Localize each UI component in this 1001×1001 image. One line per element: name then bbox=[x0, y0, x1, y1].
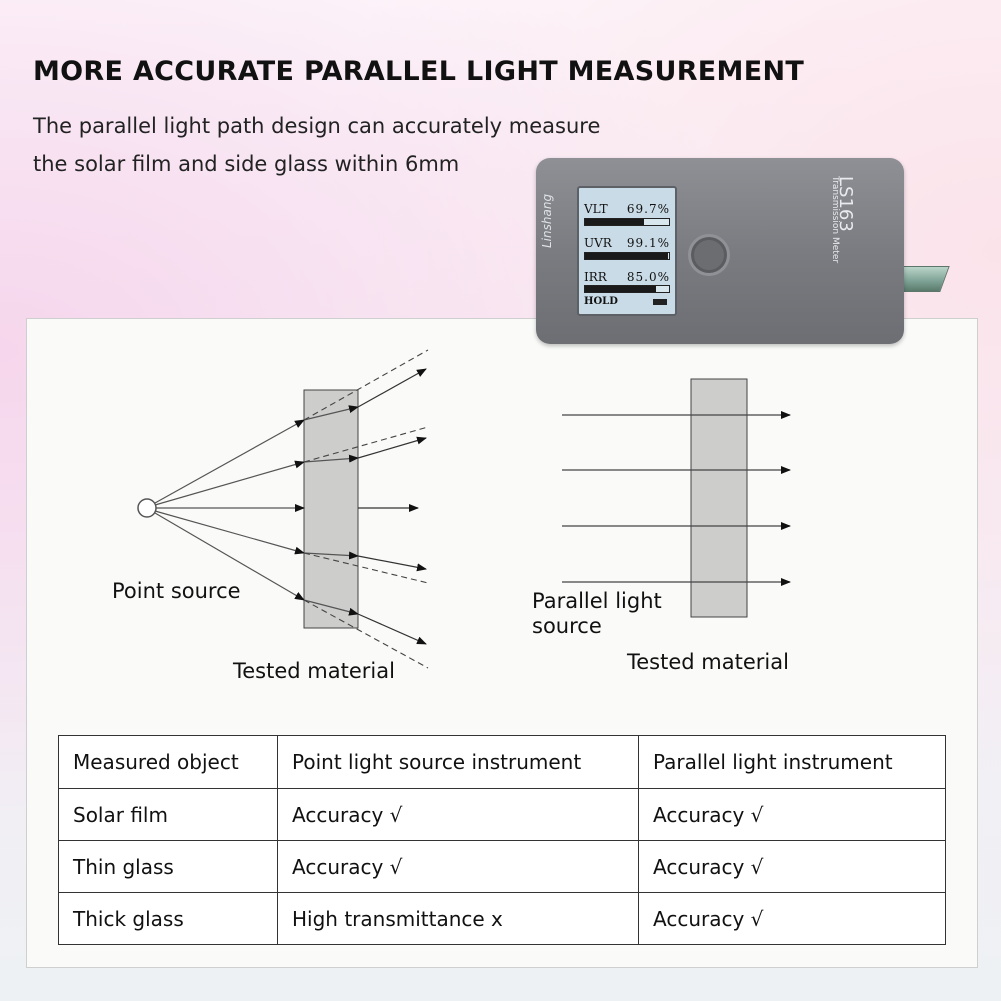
table-row: Thick glass High transmittance x Accurac… bbox=[58, 892, 946, 945]
power-button[interactable] bbox=[688, 234, 730, 276]
table-cell-object: Thin glass bbox=[58, 840, 278, 893]
table-header-row: Measured object Point light source instr… bbox=[58, 735, 946, 789]
table-header-cell: Measured object bbox=[58, 735, 278, 789]
reading-value: 69.7% bbox=[626, 202, 670, 216]
table-row: Thin glass Accuracy √ Accuracy √ bbox=[58, 840, 946, 893]
right-tested-material bbox=[690, 378, 748, 618]
table-header-cell: Point light source instrument bbox=[277, 735, 639, 789]
page-title: MORE ACCURATE PARALLEL LIGHT MEASUREMENT bbox=[33, 56, 805, 87]
parallel-source-diagram bbox=[562, 378, 791, 618]
battery-icon bbox=[653, 299, 667, 305]
table-cell-point: Accuracy √ bbox=[277, 788, 639, 841]
point-source-label: Point source bbox=[112, 579, 241, 603]
table-cell-point: High transmittance x bbox=[277, 892, 639, 945]
point-source-diagram bbox=[137, 349, 429, 669]
reading-bar bbox=[584, 252, 670, 260]
table-cell-parallel: Accuracy √ bbox=[638, 788, 946, 841]
subtitle-line-1: The parallel light path design can accur… bbox=[33, 114, 601, 138]
hold-indicator: HOLD bbox=[584, 296, 618, 307]
table-header-cell: Parallel light instrument bbox=[638, 735, 946, 789]
transmission-meter: Linshang VLT 69.7% UVR 99.1% IRR 85.0% H… bbox=[536, 158, 904, 344]
table-row: Solar film Accuracy √ Accuracy √ bbox=[58, 788, 946, 841]
left-material-label: Tested material bbox=[233, 659, 395, 683]
model-sub-label: Transmission Meter bbox=[830, 176, 840, 264]
parallel-source-label-line2: source bbox=[532, 614, 602, 638]
point-source-icon bbox=[137, 498, 157, 518]
subtitle-line-2: the solar film and side glass within 6mm bbox=[33, 152, 460, 176]
comparison-table: Measured object Point light source instr… bbox=[58, 735, 946, 945]
table-cell-object: Thick glass bbox=[58, 892, 278, 945]
reading-bar bbox=[584, 285, 670, 293]
table-cell-parallel: Accuracy √ bbox=[638, 892, 946, 945]
reading-label: IRR bbox=[584, 270, 607, 284]
reading-value: 85.0% bbox=[626, 270, 670, 284]
brand-logo: Linshang bbox=[540, 193, 554, 248]
reading-bar bbox=[584, 218, 670, 226]
device-screen: VLT 69.7% UVR 99.1% IRR 85.0% HOLD bbox=[577, 186, 677, 316]
parallel-source-label-line1: Parallel light bbox=[532, 589, 662, 613]
reading-label: UVR bbox=[584, 236, 612, 250]
reading-label: VLT bbox=[584, 202, 608, 216]
left-tested-material bbox=[303, 389, 359, 629]
reading-value: 99.1% bbox=[626, 236, 670, 250]
table-cell-object: Solar film bbox=[58, 788, 278, 841]
right-material-label: Tested material bbox=[627, 650, 789, 674]
table-cell-parallel: Accuracy √ bbox=[638, 840, 946, 893]
table-cell-point: Accuracy √ bbox=[277, 840, 639, 893]
